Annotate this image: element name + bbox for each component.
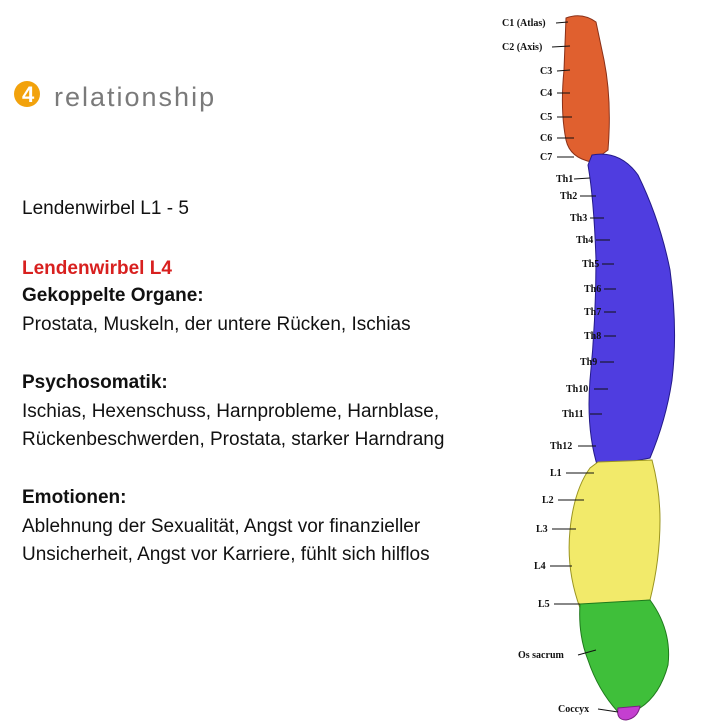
label-c3: C3	[540, 66, 552, 77]
label-c7: C7	[540, 152, 552, 163]
label-th3: Th3	[570, 213, 587, 224]
label-c1: C1 (Atlas)	[502, 18, 546, 29]
label-coccyx: Coccyx	[558, 704, 589, 715]
label-c2: C2 (Axis)	[502, 42, 542, 53]
coccyx-segment	[617, 705, 641, 721]
thoracic-segment	[587, 153, 676, 469]
emotions-line-1: Ablehnung der Sexualität, Angst vor fina…	[22, 516, 421, 537]
spine-diagram: C1 (Atlas) C2 (Axis) C3 C4 C5 C6 C7 Th1 …	[502, 15, 676, 721]
label-l1: L1	[550, 468, 562, 479]
label-l3: L3	[536, 524, 548, 535]
leader-lines	[550, 21, 619, 713]
label-c4: C4	[540, 88, 552, 99]
page-title: Lendenwirbel L1 - 5	[22, 198, 189, 219]
emotions-line-2: Unsicherheit, Angst vor Karriere, fühlt …	[22, 544, 430, 565]
organs-heading: Gekoppelte Organe:	[22, 285, 204, 306]
label-th2: Th2	[560, 191, 577, 202]
label-th7: Th7	[584, 307, 601, 318]
label-th12: Th12	[550, 441, 572, 452]
label-th1: Th1	[556, 174, 573, 185]
lumbar-segment	[568, 459, 661, 609]
label-c6: C6	[540, 133, 552, 144]
label-th8: Th8	[584, 331, 601, 342]
sacrum-segment	[579, 599, 670, 713]
cervical-segment	[561, 15, 610, 163]
psycho-line-1: Ischias, Hexenschuss, Harnprobleme, Harn…	[22, 401, 440, 422]
label-c5: C5	[540, 112, 552, 123]
label-th10: Th10	[566, 384, 588, 395]
emotions-heading: Emotionen:	[22, 487, 127, 508]
label-th9: Th9	[580, 357, 597, 368]
psycho-heading: Psychosomatik:	[22, 372, 168, 393]
label-th6: Th6	[584, 284, 601, 295]
psycho-line-2: Rückenbeschwerden, Prostata, starker Har…	[22, 429, 445, 450]
label-l2: L2	[542, 495, 554, 506]
vertebra-labels: C1 (Atlas) C2 (Axis) C3 C4 C5 C6 C7 Th1 …	[502, 18, 601, 715]
label-th4: Th4	[576, 235, 593, 246]
label-th11: Th11	[562, 409, 584, 420]
vertebra-heading: Lendenwirbel L4	[22, 258, 172, 279]
label-th5: Th5	[582, 259, 599, 270]
logo: 4 relationship	[10, 70, 250, 118]
logo-mark-icon: 4	[14, 81, 40, 107]
label-l4: L4	[534, 561, 546, 572]
organs-text: Prostata, Muskeln, der untere Rücken, Is…	[22, 314, 411, 335]
logo-wordmark: relationship	[54, 82, 217, 112]
label-l5: L5	[538, 599, 550, 610]
label-os-sacrum: Os sacrum	[518, 650, 565, 661]
logo-mark-text: 4	[22, 82, 35, 107]
